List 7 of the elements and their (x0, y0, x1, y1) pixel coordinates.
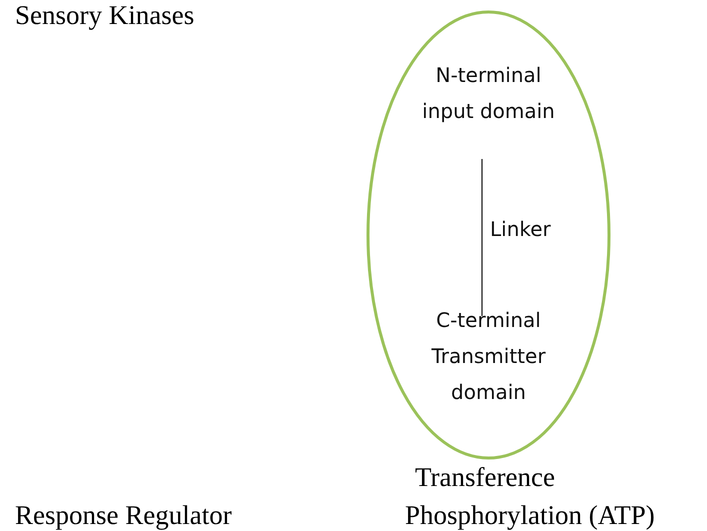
text-label: Response Regulator (15, 500, 232, 530)
text-label: Transference (415, 462, 555, 492)
domain-label: N-terminal input domain (421, 62, 556, 125)
domain-label: C-terminal Transmitter domain (430, 307, 547, 406)
connector-line (481, 159, 483, 316)
text-label: Phosphorylation (ATP) (405, 500, 655, 530)
text-label: Sensory Kinases (15, 0, 194, 30)
